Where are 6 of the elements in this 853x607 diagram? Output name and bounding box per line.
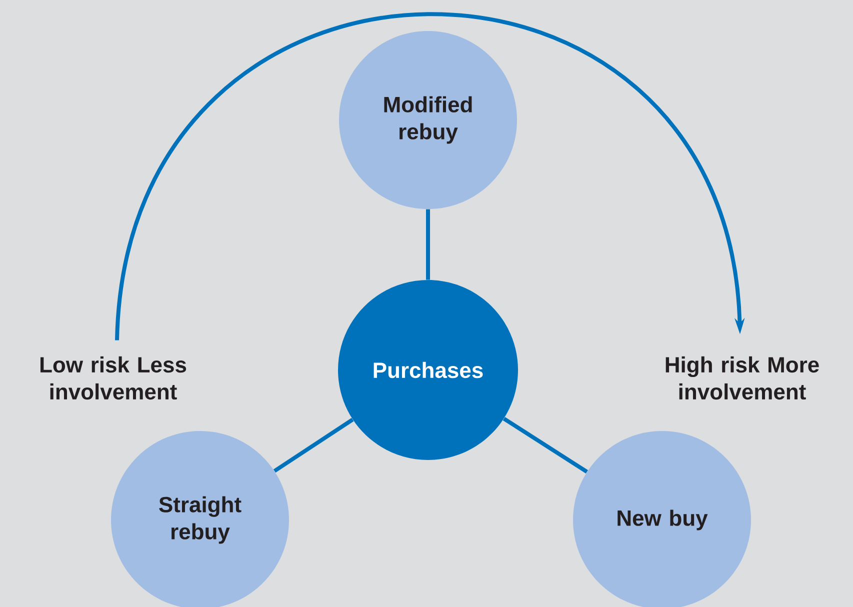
risk-label: Low risk Less involvement (40, 356, 186, 400)
connector-line (502, 417, 588, 474)
connector-line (426, 209, 430, 280)
arc-arrow (115, 12, 745, 340)
connector-line (273, 418, 354, 473)
risk-label: High risk More involvement (666, 356, 819, 400)
